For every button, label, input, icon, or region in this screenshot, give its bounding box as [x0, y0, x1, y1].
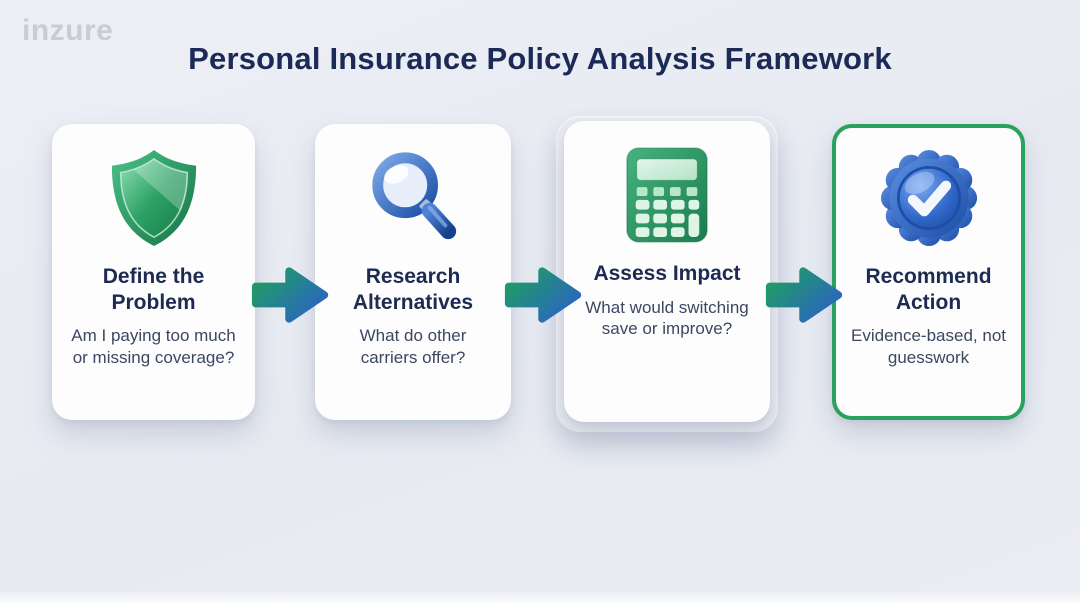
step-description: What would switching save or improve?	[585, 297, 749, 339]
step-description: What do other carriers offer?	[359, 326, 467, 367]
step-card-research-alternatives: Research Alternatives What do other carr…	[315, 124, 511, 420]
step-title: Define the Problem	[102, 265, 205, 314]
flow-arrow-icon	[251, 267, 329, 323]
step-title: Recommend Action	[865, 265, 992, 314]
flow-arrow-icon	[504, 267, 582, 323]
badge-check-icon	[880, 146, 978, 250]
step-description: Evidence-based, not guesswork	[851, 326, 1006, 367]
shield-icon	[107, 146, 201, 250]
page-title: Personal Insurance Policy Analysis Frame…	[188, 41, 892, 76]
step-title: Research Alternatives	[352, 265, 474, 314]
flow-arrow-icon	[765, 267, 843, 323]
step-card-recommend-action: Recommend Action Evidence-based, not gue…	[832, 124, 1025, 420]
step-title: Assess Impact	[593, 262, 741, 285]
results-ribbon: Results: Clients typically save DKK 2,80…	[0, 460, 1080, 590]
brand-logo: inzure	[22, 14, 114, 47]
step-description: Am I paying too much or missing coverage…	[71, 326, 236, 367]
bottom-highlight-strip	[0, 592, 1080, 603]
step-card-assess-impact: Assess Impact What would switching save …	[564, 121, 770, 422]
step-card-define-problem: Define the Problem Am I paying too much …	[52, 124, 255, 420]
calculator-icon	[624, 143, 710, 247]
magnifying-glass-icon	[364, 146, 462, 250]
